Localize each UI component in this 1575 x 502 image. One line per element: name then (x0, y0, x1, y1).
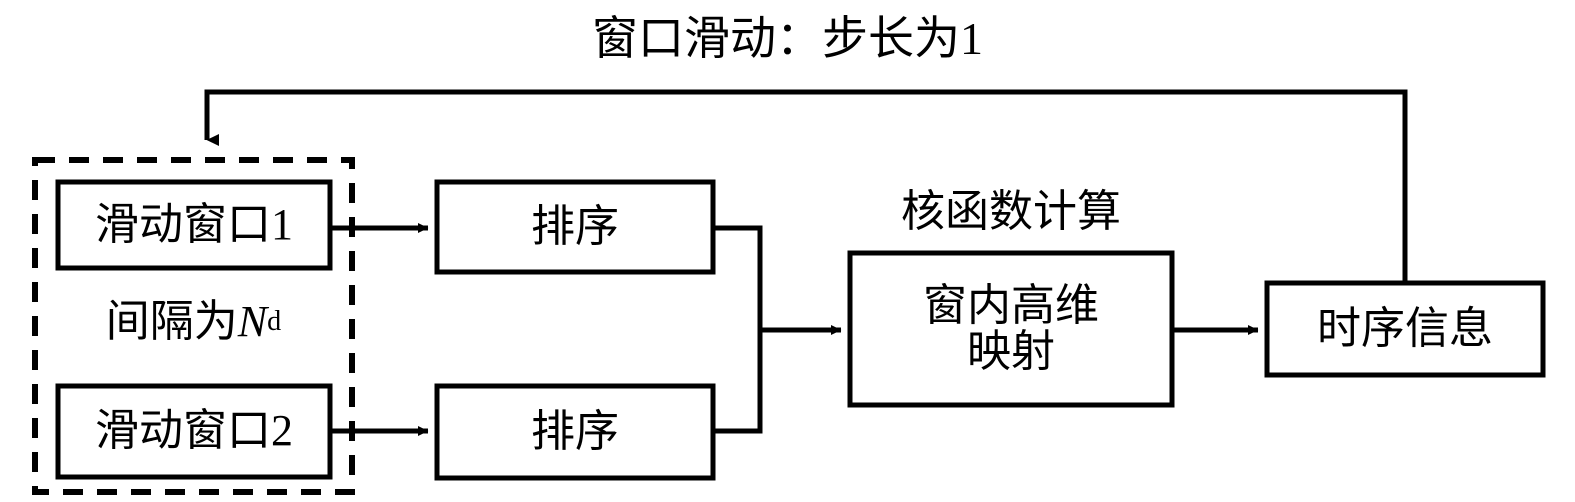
edge-feedback-loop (204, 89, 1408, 283)
sort-1-box (434, 179, 716, 275)
edge-sorts-merge-bus (713, 225, 763, 434)
sliding-window-2-box (55, 383, 333, 480)
kernel-mapping-box (847, 250, 1175, 408)
sort-2-box (434, 383, 716, 481)
kernel-group-label: 核函数计算 (901, 187, 1121, 236)
temporal-information-box (1264, 280, 1546, 378)
sliding-window-1-box (55, 179, 333, 271)
sliding-window-group-boundary (32, 157, 355, 495)
diagram-title: 窗口滑动：步长为1 (592, 13, 983, 64)
